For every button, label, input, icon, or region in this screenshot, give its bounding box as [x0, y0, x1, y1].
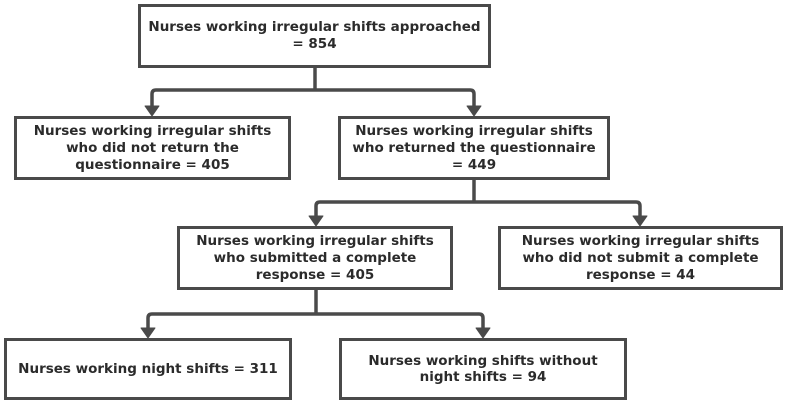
node-not-returned-label: Nurses working irregular shifts who did …	[33, 122, 272, 173]
node-returned: Nurses working irregular shifts who retu…	[338, 116, 610, 180]
node-no-night-shifts-label: Nurses working shifts without night shif…	[368, 353, 598, 385]
node-approached-label: Nurses working irregular shifts approach…	[148, 19, 481, 52]
arrowhead-night	[140, 327, 156, 339]
node-complete-response-label: Nurses working irregular shifts who subm…	[196, 232, 434, 283]
arrowhead-complete	[308, 215, 324, 227]
node-night-shifts-label: Nurses working night shifts = 311	[18, 360, 278, 377]
node-complete-response: Nurses working irregular shifts who subm…	[177, 226, 453, 290]
node-incomplete-response: Nurses working irregular shifts who did …	[498, 226, 783, 290]
arrowhead-returned	[466, 105, 482, 117]
arrowhead-not-returned	[144, 105, 160, 117]
node-approached: Nurses working irregular shifts approach…	[138, 4, 491, 68]
node-incomplete-response-label: Nurses working irregular shifts who did …	[521, 232, 760, 283]
node-returned-label: Nurses working irregular shifts who retu…	[352, 122, 596, 173]
connector-root-branch	[150, 88, 476, 108]
node-no-night-shifts: Nurses working shifts without night shif…	[339, 338, 627, 400]
node-night-shifts: Nurses working night shifts = 311	[4, 338, 292, 400]
connector-returned-branch	[314, 200, 642, 218]
connector-complete-branch	[146, 312, 485, 330]
arrowhead-incomplete	[632, 215, 648, 227]
arrowhead-no-night	[475, 327, 491, 339]
node-not-returned: Nurses working irregular shifts who did …	[14, 116, 291, 180]
